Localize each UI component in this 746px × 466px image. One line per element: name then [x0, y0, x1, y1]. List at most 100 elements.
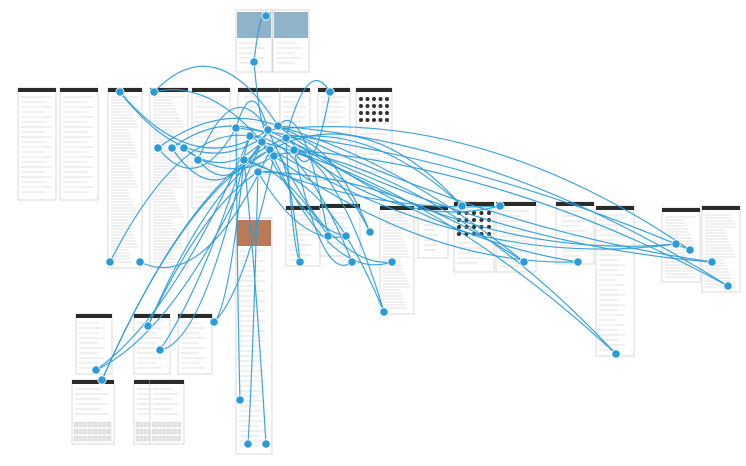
grid-dot: [372, 104, 376, 108]
screen-frame: [701, 205, 741, 293]
screen-header-bar: [702, 206, 740, 210]
app-screen-final-1: [319, 203, 361, 257]
key: [155, 421, 159, 428]
screen-frame: [149, 379, 185, 445]
key: [107, 421, 112, 428]
key: [88, 421, 93, 428]
key: [170, 421, 174, 428]
app-screen-compose-1: [75, 313, 113, 375]
link-node: [325, 87, 335, 97]
link-node: [193, 155, 203, 165]
screen-frame: [59, 87, 99, 201]
flow-link: [109, 134, 251, 263]
grid-dot: [385, 104, 389, 108]
flow-link: [153, 89, 263, 143]
screen-header-bar: [662, 208, 700, 212]
key: [178, 428, 182, 435]
screen-header-bar: [76, 314, 112, 318]
key: [102, 435, 107, 442]
flow-link: [293, 149, 729, 287]
link-node: [281, 133, 291, 143]
screen-header-bar: [60, 88, 98, 92]
key: [170, 428, 174, 435]
grid-dot: [385, 111, 389, 115]
key: [151, 435, 155, 442]
links-layer: [95, 14, 729, 445]
key: [73, 428, 78, 435]
flow-link: [101, 137, 287, 381]
screen-header-bar: [150, 380, 184, 384]
flow-link: [249, 135, 677, 250]
grid-dot: [385, 97, 389, 101]
grid-dot: [365, 118, 370, 122]
flow-link: [147, 171, 259, 327]
key: [155, 428, 159, 435]
app-screen-result-2: [379, 205, 415, 315]
flow-link: [269, 149, 393, 266]
key: [139, 421, 144, 428]
link-node: [167, 143, 177, 153]
app-screen-article-1: [107, 87, 143, 269]
link-node: [365, 227, 375, 237]
screen-header-bar: [356, 88, 392, 92]
link-node: [707, 257, 717, 267]
link-node: [723, 281, 733, 291]
grid-dot: [378, 111, 383, 115]
key: [174, 428, 178, 435]
key: [166, 435, 170, 442]
screen-header-bar: [454, 202, 494, 206]
key: [73, 435, 78, 442]
flow-link: [257, 170, 385, 313]
screen-header-bar: [496, 202, 536, 206]
flow-link: [147, 149, 271, 327]
key: [88, 428, 93, 435]
app-screen-compose-3: [177, 313, 213, 375]
link-node: [115, 87, 125, 97]
key: [159, 435, 163, 442]
grid-dot: [365, 111, 370, 115]
flow-link: [243, 159, 329, 237]
link-node: [231, 123, 241, 133]
link-node: [149, 87, 159, 97]
screen-header-bar: [238, 88, 280, 92]
flow-link: [273, 152, 371, 233]
flow-link: [157, 117, 279, 149]
link-node: [261, 11, 271, 21]
grid-dot: [479, 218, 484, 222]
key: [174, 421, 178, 428]
flow-link: [293, 91, 331, 163]
key: [135, 421, 140, 428]
key: [163, 428, 167, 435]
key: [178, 421, 182, 428]
flow-link: [277, 125, 729, 287]
grid-dot: [378, 104, 383, 108]
flow-link: [293, 149, 617, 355]
flow-link: [139, 149, 271, 269]
link-node: [457, 201, 467, 211]
link-node: [105, 257, 115, 267]
link-node: [295, 257, 305, 267]
key: [97, 428, 102, 435]
app-screen-long-article: [235, 217, 273, 455]
key: [88, 435, 93, 442]
flow-link: [153, 65, 279, 127]
grid-dot: [372, 111, 376, 115]
screen-header-bar: [418, 206, 448, 210]
link-node: [257, 137, 267, 147]
app-screen-keyboard-3: [149, 379, 185, 445]
screen-frame: [555, 201, 595, 265]
screen-header-bar: [18, 88, 56, 92]
key: [170, 435, 174, 442]
grid-dot: [378, 118, 383, 122]
link-node: [243, 439, 253, 449]
flow-link: [157, 127, 237, 169]
screen-header-bar: [108, 88, 142, 92]
grid-dot: [359, 104, 363, 108]
grid-dot: [372, 97, 376, 101]
key: [83, 421, 88, 428]
link-node: [573, 257, 583, 267]
app-screen-article-2: [149, 87, 189, 269]
key: [135, 435, 140, 442]
grid-dot: [359, 111, 363, 115]
